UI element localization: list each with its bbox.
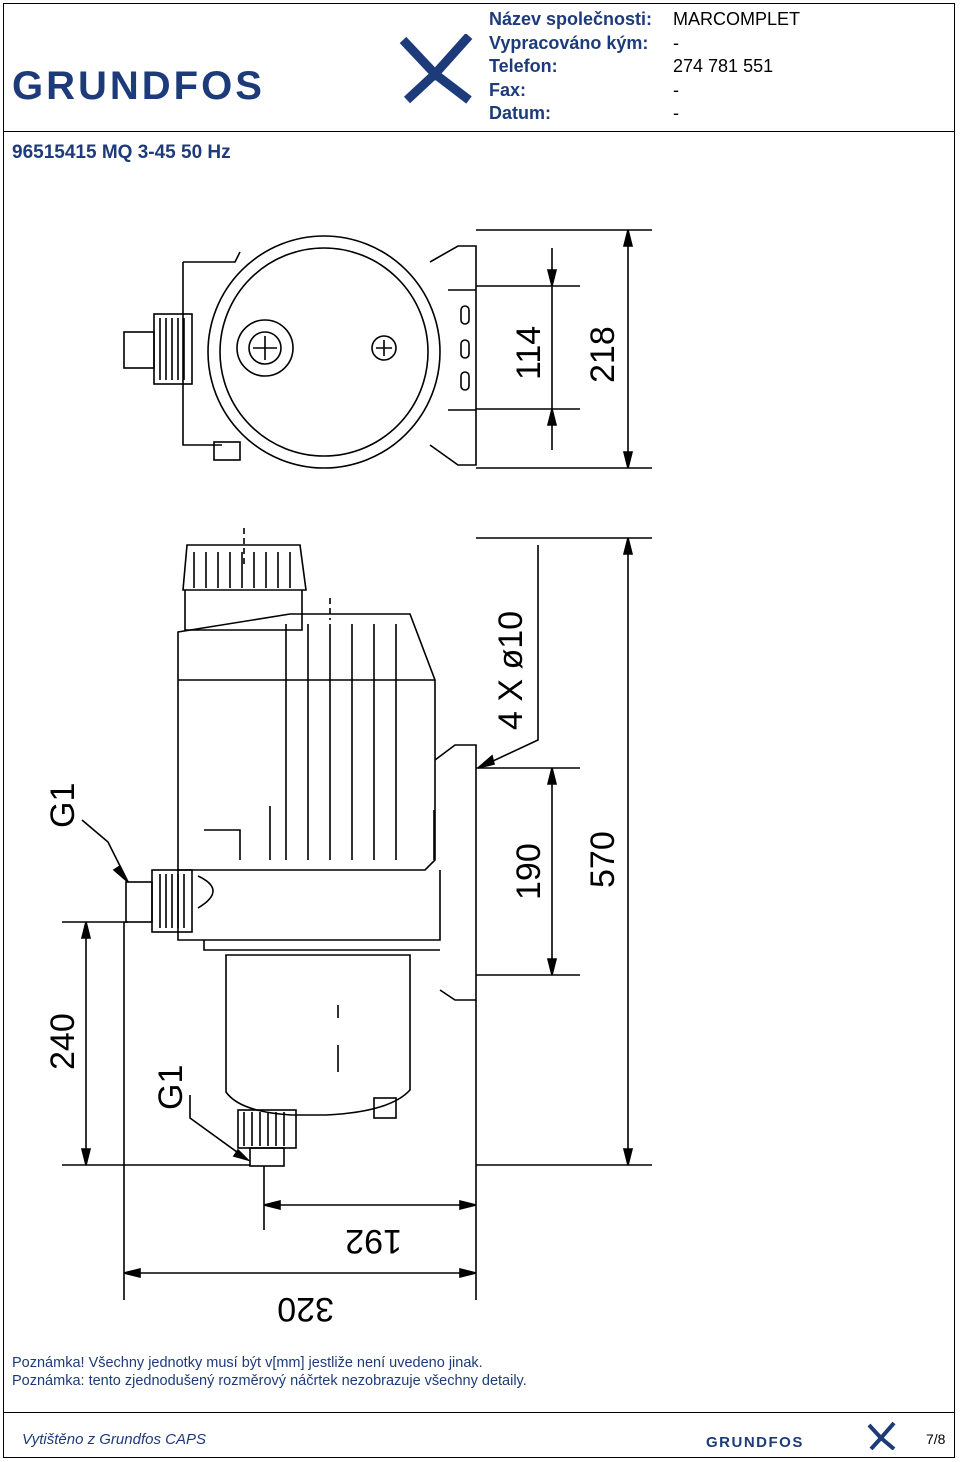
- grundfos-x-icon: [399, 34, 473, 104]
- info-row: Telefon: 274 781 551: [489, 55, 800, 79]
- note-units: Poznámka! Všechny jednotky musí být v[mm…: [12, 1355, 483, 1371]
- info-label: Datum:: [489, 103, 551, 123]
- footer-logo: GRUNDFOS: [706, 1434, 804, 1451]
- note-simplified: Poznámka: tento zjednodušený rozměrový n…: [12, 1373, 527, 1389]
- info-label: Název společnosti:: [489, 9, 653, 29]
- info-row: Fax: -: [489, 79, 800, 103]
- grundfos-logo: GRUNDFOS: [12, 64, 265, 108]
- company-info: Název společnosti: MARCOMPLET Vypracován…: [489, 8, 800, 126]
- dim-114: 114: [510, 326, 548, 380]
- header-divider: [3, 131, 955, 132]
- notes: Poznámka! Všechny jednotky musí být v[mm…: [12, 1354, 527, 1390]
- footer-divider: [3, 1412, 955, 1413]
- printed-from: Vytištěno z Grundfos CAPS: [22, 1431, 206, 1448]
- info-value: -: [673, 32, 679, 53]
- info-value: 274 781 551: [673, 56, 774, 76]
- dim-holes: 4 X ø10: [492, 611, 530, 730]
- info-row: Název společnosti: MARCOMPLET: [489, 8, 800, 32]
- info-value: MARCOMPLET: [673, 9, 801, 29]
- page-number: 7/8: [926, 1431, 946, 1447]
- dim-218: 218: [584, 326, 622, 383]
- dimension-lines: [62, 537, 652, 1300]
- dim-190: 190: [510, 843, 548, 900]
- footer-x-icon: [867, 1422, 896, 1450]
- dim-240: 240: [44, 1013, 82, 1070]
- info-label: Telefon:: [489, 56, 558, 76]
- product-title: 96515415 MQ 3-45 50 Hz: [12, 142, 231, 163]
- dim-g1-outlet: G1: [44, 783, 82, 828]
- dim-320: 320: [277, 1290, 334, 1328]
- info-label: Vypracováno kým:: [489, 32, 649, 53]
- side-view: [125, 528, 477, 1167]
- info-value: -: [673, 79, 679, 100]
- info-row: Datum: -: [489, 102, 800, 126]
- dimension-labels: 114 218 4 X ø10 190 570 G1 G1 240 192 32…: [44, 326, 622, 1328]
- dim-192: 192: [345, 1222, 402, 1260]
- dim-g1-inlet: G1: [152, 1065, 190, 1110]
- info-label: Fax:: [489, 79, 527, 100]
- dim-570: 570: [584, 831, 622, 888]
- info-row: Vypracováno kým: -: [489, 32, 800, 56]
- top-view: [123, 229, 652, 469]
- page-frame: [3, 3, 955, 1458]
- info-value: -: [673, 103, 679, 123]
